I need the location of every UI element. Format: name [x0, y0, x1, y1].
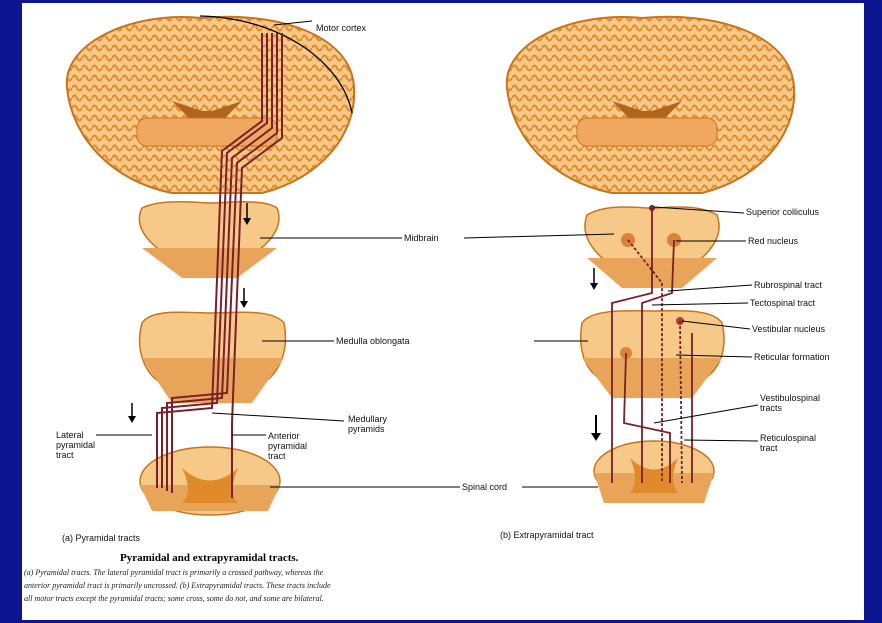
figure-caption-line: (a) Pyramidal tracts. The lateral pyrami… — [24, 568, 323, 577]
label-medullary-pyramids: Medullary pyramids — [348, 414, 387, 434]
label-red-nucleus: Red nucleus — [748, 236, 798, 246]
panel-a-caption: (a) Pyramidal tracts — [62, 533, 140, 543]
label-motor-cortex: Motor cortex — [316, 23, 366, 33]
cerebrum-section-b — [507, 17, 794, 193]
label-rubrospinal-tract: Rubrospinal tract — [754, 280, 822, 290]
figure-panel: Motor cortex Midbrain Medulla oblongata … — [22, 3, 864, 620]
basal-nuclei-b — [577, 118, 717, 146]
label-reticular-formation: Reticular formation — [754, 352, 830, 362]
label-vestibular-nucleus: Vestibular nucleus — [752, 324, 825, 334]
label-vestibulospinal-tracts: Vestibulospinal tracts — [760, 393, 820, 413]
figure-caption-title: Pyramidal and extrapyramidal tracts. — [120, 552, 298, 564]
figure-caption-line: all motor tracts except the pyramidal tr… — [24, 594, 324, 603]
label-tectospinal-tract: Tectospinal tract — [750, 298, 815, 308]
label-reticulospinal-tract: Reticulospinal tract — [760, 433, 816, 453]
label-midbrain: Midbrain — [404, 233, 439, 243]
label-superior-colliculus: Superior colliculus — [746, 207, 819, 217]
figure-caption-line: anterior pyramidal tract is primarily un… — [24, 581, 331, 590]
label-anterior-pyramidal-tract: Anterior pyramidal tract — [268, 431, 307, 461]
label-lateral-pyramidal-tract: Lateral pyramidal tract — [56, 430, 95, 460]
label-spinal-cord: Spinal cord — [462, 482, 507, 492]
anatomy-illustration — [22, 3, 864, 620]
cerebrum-section-a — [67, 17, 354, 193]
panel-b-caption: (b) Extrapyramidal tract — [500, 530, 594, 540]
label-medulla-oblongata: Medulla oblongata — [336, 336, 410, 346]
